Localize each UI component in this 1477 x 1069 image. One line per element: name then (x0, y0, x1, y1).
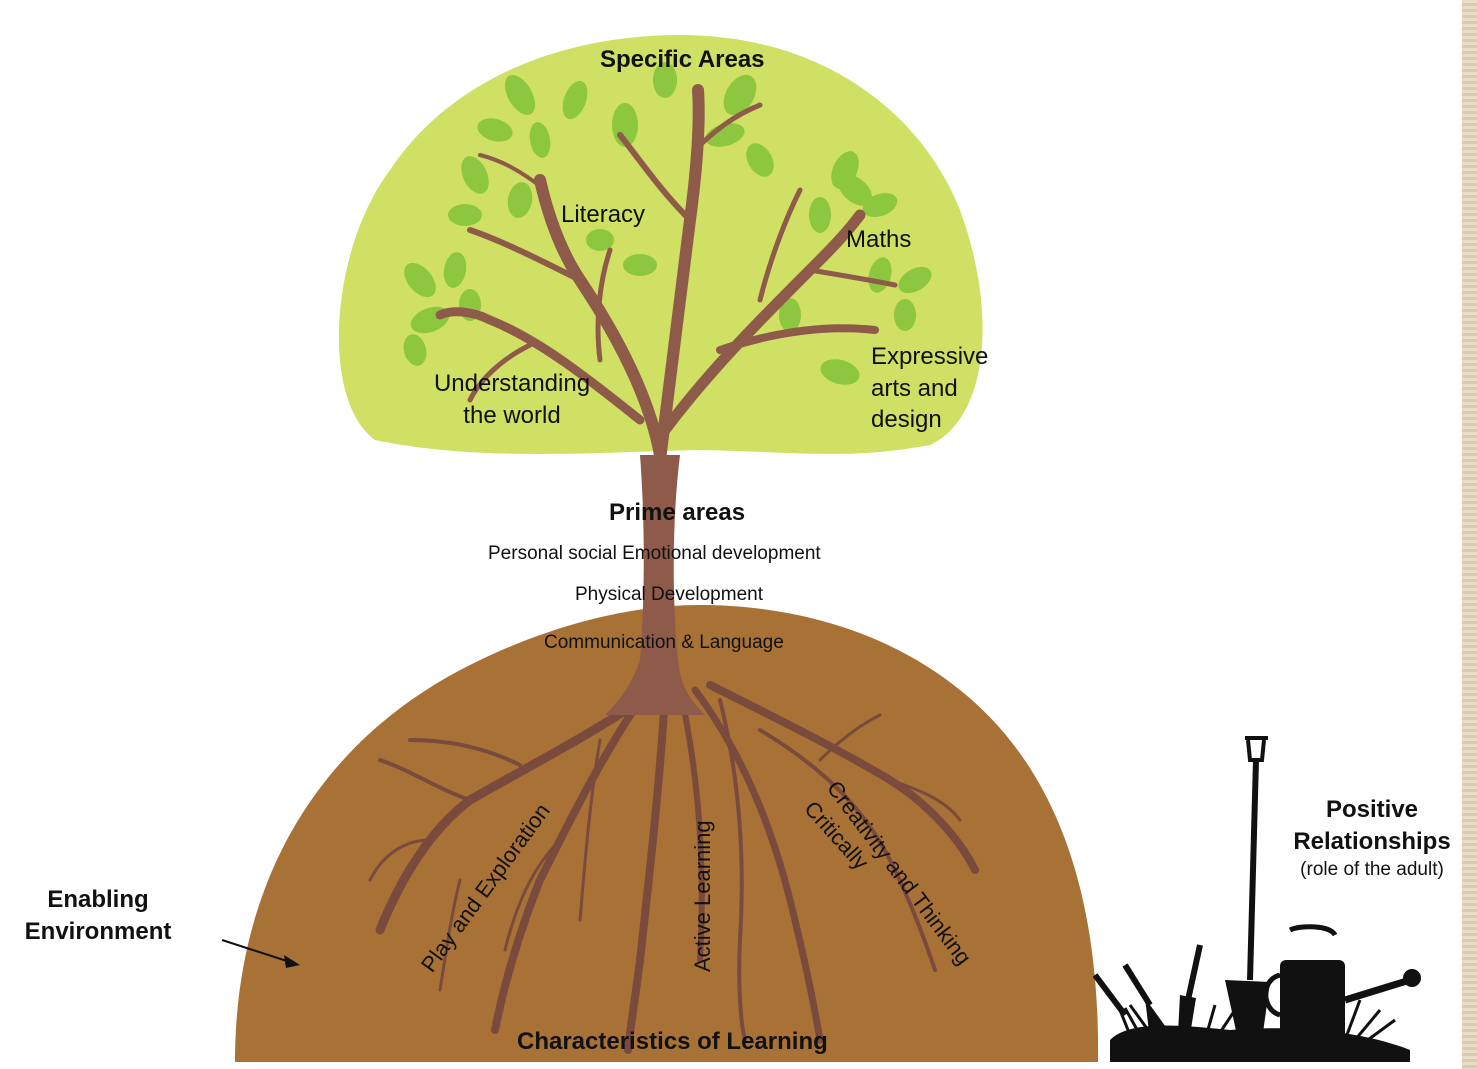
active-learning-label: Active Learning (690, 820, 715, 972)
prime-areas-title: Prime areas (609, 499, 746, 526)
enabling-environment-label: Enabling Environment (14, 886, 182, 945)
trowel-icon (1122, 963, 1168, 1040)
understanding-line-1: Understanding (433, 370, 591, 397)
hand-tool-icon (1178, 944, 1203, 1035)
prime-area-physical: Physical Development (575, 584, 763, 605)
soil-mound (235, 605, 1099, 1062)
trunk (605, 455, 705, 715)
specific-areas-title: Specific Areas (600, 46, 765, 73)
spade-icon (1225, 736, 1270, 1040)
understanding-line-2: the world (463, 401, 561, 429)
understanding-world-label: Understanding the world (423, 370, 601, 429)
relationships-line-2: Relationships (1293, 827, 1451, 855)
characteristics-of-learning-label: Characteristics of Learning (517, 1028, 828, 1055)
grass-icon (1203, 999, 1396, 1044)
expressive-line-1: Expressive (871, 343, 989, 370)
relationships-line-3: (role of the adult) (1300, 859, 1444, 881)
roots (368, 681, 979, 1054)
prime-area-communication: Communication & Language (544, 632, 784, 653)
prime-area-personal-social: Personal social Emotional development (488, 543, 821, 564)
literacy-label: Literacy (561, 201, 646, 228)
expressive-line-2: arts and (871, 374, 958, 402)
maths-label: Maths (846, 226, 912, 253)
branches (435, 84, 898, 466)
arrow-icon (221, 939, 300, 968)
relationships-line-1: Positive (1325, 796, 1419, 823)
enabling-line-2: Environment (24, 917, 172, 945)
watering-can-icon (1263, 924, 1421, 1040)
expressive-line-3: design (871, 406, 942, 434)
page-edge-strip (1462, 0, 1477, 1069)
positive-relationships-label: Positive Relationships (role of the adul… (1280, 796, 1464, 881)
fork-icon (1092, 973, 1150, 1041)
expressive-arts-label: Expressive arts and design (871, 343, 988, 434)
garden-tools (1092, 736, 1421, 1062)
enabling-line-1: Enabling (47, 886, 149, 913)
